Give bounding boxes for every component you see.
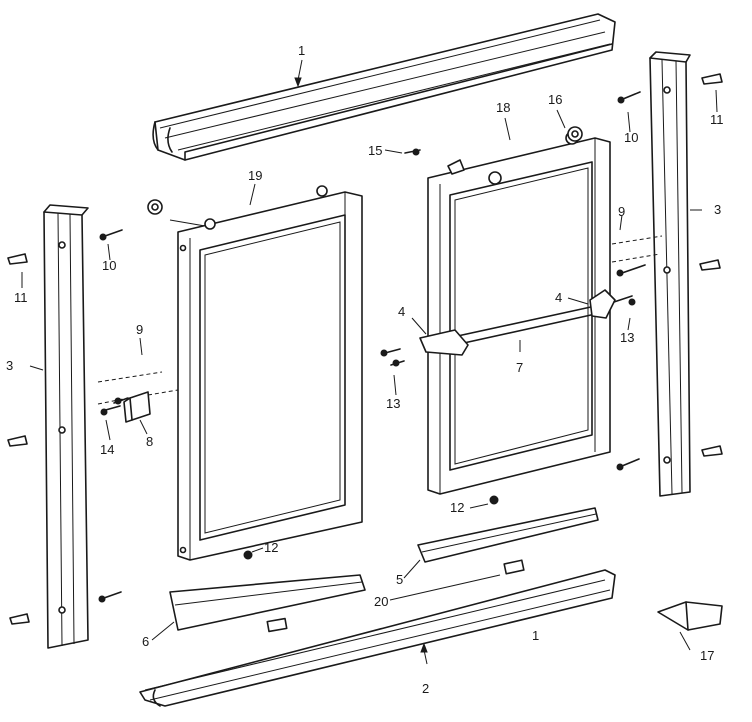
part-right-bottom-guide	[417, 507, 599, 575]
callout-8: 8	[146, 434, 153, 449]
part-left-jamb	[43, 204, 89, 649]
callout-10-left: 10	[102, 258, 116, 273]
callout-19: 19	[248, 168, 262, 183]
callout-4-right: 4	[555, 290, 562, 305]
callout-10-right: 10	[624, 130, 638, 145]
part-right-jamb	[649, 51, 691, 497]
callout-12-left: 12	[264, 540, 278, 555]
part-top-track	[152, 13, 616, 161]
part-bottom-track	[139, 569, 616, 707]
callout-9-left: 9	[136, 322, 143, 337]
part-right-door-panel	[427, 131, 611, 495]
anchors	[7, 73, 723, 625]
callout-1-small: 1	[532, 628, 539, 643]
part-towel-bar	[419, 289, 616, 356]
part-left-door-panel	[177, 185, 363, 561]
callout-13-left: 13	[386, 396, 400, 411]
part-clip	[123, 391, 151, 423]
callout-9-right: 9	[618, 204, 625, 219]
leader-lines	[21, 59, 718, 665]
part-left-bottom-guide	[169, 574, 366, 633]
callout-17: 17	[700, 648, 714, 663]
screws	[98, 91, 646, 603]
callout-20: 20	[374, 594, 388, 609]
callout-14: 14	[100, 442, 114, 457]
callout-11-right: 11	[710, 112, 724, 127]
callout-1: 1	[298, 43, 305, 58]
callout-11-left: 11	[14, 290, 28, 305]
part-wedge	[447, 159, 465, 175]
callout-3-left: 3	[6, 358, 13, 373]
part-end-cap	[657, 601, 723, 631]
callout-numbers: 1 2 3 3 4 4 5 6 7 8 9 9 10 10 11 11 12 1…	[6, 43, 724, 696]
callout-3-right: 3	[714, 202, 721, 217]
callout-18: 18	[496, 100, 510, 115]
callout-12-right: 12	[450, 500, 464, 515]
callout-15: 15	[368, 143, 382, 158]
callout-4-left: 4	[398, 304, 405, 319]
alignment-lines	[97, 235, 663, 405]
callout-5: 5	[396, 572, 403, 587]
callout-7: 7	[516, 360, 523, 375]
callout-16: 16	[548, 92, 562, 107]
callout-2: 2	[422, 681, 429, 696]
callout-6: 6	[142, 634, 149, 649]
callout-13-right: 13	[620, 330, 634, 345]
